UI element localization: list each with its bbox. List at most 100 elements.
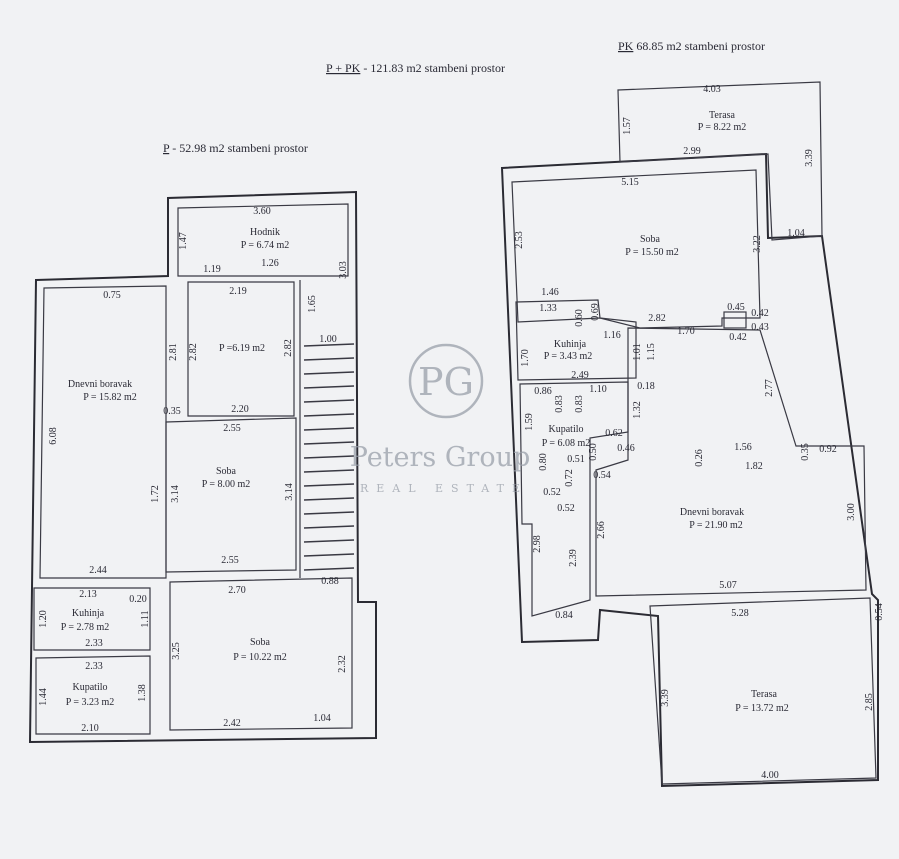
dimension-label: 2.66 <box>596 521 607 539</box>
hallway-outline <box>177 203 349 277</box>
room-name: Kupatilo <box>549 424 584 435</box>
dimension-label: 0.26 <box>694 449 705 467</box>
dimension-label: 3.14 <box>284 483 295 501</box>
dimension-label: 2.82 <box>648 313 666 324</box>
room-area: P = 3.43 m2 <box>544 351 593 362</box>
room-area: P = 15.50 m2 <box>625 247 679 258</box>
dimension-label: 3.39 <box>804 149 815 167</box>
dimension-label: 0.83 <box>554 395 565 413</box>
dimension-label: 0.60 <box>574 309 585 327</box>
dimension-label: 2.98 <box>532 535 543 553</box>
dimension-label: 2.70 <box>228 585 246 596</box>
room-name: Soba <box>250 637 271 648</box>
dimension-label: 1.04 <box>787 228 805 239</box>
stair-step <box>303 525 355 529</box>
dimension-label: 2.13 <box>79 589 97 600</box>
room-name: Kuhinja <box>72 608 105 619</box>
dimension-label: 5.28 <box>731 608 749 619</box>
dimension-label: 0.83 <box>574 395 585 413</box>
stair-step <box>303 427 355 431</box>
dimension-label: 1.38 <box>137 684 148 702</box>
room-name: Dnevni boravak <box>68 379 132 390</box>
kitchen-outline <box>33 587 151 651</box>
bottom-terrace-outline <box>649 597 877 785</box>
dimension-label: 3.22 <box>752 235 763 253</box>
dimension-label: 1.44 <box>38 688 49 706</box>
watermark-logo: PG <box>418 360 474 404</box>
dimension-label: 1.72 <box>150 485 161 503</box>
upper-floor-plan: Terasa P = 8.22 m2 Soba P = 15.50 m2 Kuh… <box>500 81 885 788</box>
watermark: PG Peters Group REAL ESTATE <box>350 343 530 495</box>
ground-outer-wall <box>28 190 377 744</box>
dimension-label: 0.18 <box>637 381 655 392</box>
dimension-label: 3.25 <box>171 642 182 660</box>
living-room-outline <box>39 285 167 579</box>
stair-step <box>303 455 355 459</box>
room-name: Kuhinja <box>554 339 587 350</box>
dimension-label: 5.15 <box>621 177 639 188</box>
dimension-label: 4.00 <box>761 770 779 781</box>
dimension-label: 2.33 <box>85 638 103 649</box>
stair-step <box>303 385 355 389</box>
stair-step <box>303 511 355 515</box>
room-area: P = 2.78 m2 <box>61 622 110 633</box>
upper-living-room-outline <box>595 327 867 597</box>
dimension-label: 0.80 <box>538 453 549 471</box>
dimension-label: 0.88 <box>321 576 339 587</box>
room-area: P =6.19 m2 <box>219 343 265 354</box>
top-terrace-outline <box>617 81 823 241</box>
dimension-label: 2.82 <box>283 339 294 357</box>
dimension-label: 1.33 <box>539 303 557 314</box>
dimension-label: 0.52 <box>543 487 561 498</box>
dimension-label: 3.39 <box>660 689 671 707</box>
watermark-logo-circle <box>408 343 484 419</box>
dimension-label: 0.42 <box>751 308 769 319</box>
dimension-label: 2.19 <box>229 286 247 297</box>
dimension-label: 2.53 <box>514 231 525 249</box>
bedroom-2-outline <box>169 577 353 731</box>
dimension-label: 0.86 <box>534 386 552 397</box>
dimension-label: 3.14 <box>170 485 181 503</box>
room-name: Hodnik <box>250 227 280 238</box>
dimension-label: 1.82 <box>745 461 763 472</box>
dimension-label: 1.47 <box>178 232 189 250</box>
dimension-label: 0.46 <box>617 443 635 454</box>
stair-step <box>303 469 355 473</box>
bedroom-1-outline <box>165 417 297 573</box>
stair-step <box>303 539 355 543</box>
room-area: P = 6.08 m2 <box>542 438 591 449</box>
ground-floor-plan: Hodnik P = 6.74 m2 P =6.19 m2 Dnevni bor… <box>28 190 377 744</box>
dimension-label: 0.72 <box>564 469 575 487</box>
dimension-label: 0.84 <box>555 610 573 621</box>
dimension-label: 5.07 <box>719 580 737 591</box>
dimension-label: 1.01 <box>632 343 643 361</box>
dimension-label: 2.99 <box>683 146 701 157</box>
staircase <box>303 343 355 571</box>
room-name: Soba <box>640 234 661 245</box>
header-upper-floor-area: PK 68.85 m2 stambeni prostor <box>618 39 765 53</box>
dimension-label: 1.70 <box>677 326 695 337</box>
room-area: P = 3.23 m2 <box>66 697 115 708</box>
dimension-label: 2.20 <box>231 404 249 415</box>
dimension-label: 1.59 <box>524 413 535 431</box>
room-name: Soba <box>216 466 237 477</box>
dimension-label: 0.54 <box>874 603 885 621</box>
dimension-label: 1.00 <box>319 334 337 345</box>
dimension-label: 1.20 <box>38 610 49 628</box>
dimension-label: 1.15 <box>646 343 657 361</box>
header-ground-floor-area: P - 52.98 m2 stambeni prostor <box>163 141 308 155</box>
room-name: Kupatilo <box>73 682 108 693</box>
room-area: P = 13.72 m2 <box>735 703 789 714</box>
room-area: P = 8.22 m2 <box>698 122 747 133</box>
upper-bedroom-outline <box>511 169 761 329</box>
dimension-label: 1.46 <box>541 287 559 298</box>
stair-step <box>303 567 355 571</box>
dimension-label: 2.44 <box>89 565 107 576</box>
dimension-label: 1.65 <box>307 295 318 313</box>
dimension-label: 1.04 <box>313 713 331 724</box>
stair-step <box>303 371 355 375</box>
dimension-label: 1.11 <box>140 610 151 627</box>
room-area: P = 8.00 m2 <box>202 479 251 490</box>
dimension-label: 2.81 <box>168 343 179 361</box>
dimension-label: 0.45 <box>727 302 745 313</box>
